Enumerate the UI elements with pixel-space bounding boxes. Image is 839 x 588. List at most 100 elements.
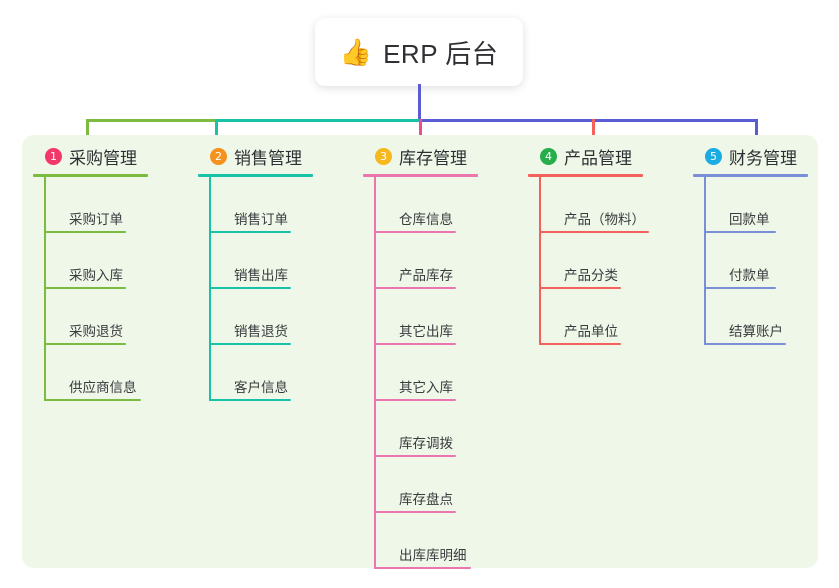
leaf-item[interactable]: 其它出库 <box>363 289 478 345</box>
leaf-item[interactable]: 回款单 <box>693 177 808 233</box>
leaf-item[interactable]: 采购退货 <box>33 289 148 345</box>
leaf-item-label: 库存盘点 <box>399 492 453 507</box>
connector-drop-1 <box>86 119 89 143</box>
column-badge-1: 1 <box>45 147 62 165</box>
column-title-4: 产品管理 <box>564 148 632 168</box>
leaf-item[interactable]: 库存调拨 <box>363 401 478 457</box>
column-header-rule-3 <box>363 174 478 177</box>
column-2: 2 销售管理销售订单销售出库销售退货客户信息 <box>198 143 313 401</box>
column-header-5[interactable]: 5 财务管理 <box>693 143 808 169</box>
column-body-1: 采购订单采购入库采购退货供应商信息 <box>33 177 148 401</box>
leaf-item-label: 其它入库 <box>399 380 453 395</box>
leaf-item-label: 产品分类 <box>564 268 618 283</box>
leaf-item-label: 结算账户 <box>729 324 783 339</box>
column-4: 4 产品管理产品（物料） 产品分类产品单位 <box>528 143 649 345</box>
leaf-item[interactable]: 结算账户 <box>693 289 808 345</box>
leaf-item[interactable]: 其它入库 <box>363 345 478 401</box>
column-spine-2 <box>209 177 211 401</box>
column-header-1[interactable]: 1 采购管理 <box>33 143 148 169</box>
column-body-2: 销售订单销售出库销售退货客户信息 <box>198 177 313 401</box>
leaf-item-label: 产品单位 <box>564 324 618 339</box>
column-header-3[interactable]: 3 库存管理 <box>363 143 478 169</box>
leaf-item[interactable]: 产品单位 <box>528 289 645 345</box>
leaf-item[interactable]: 供应商信息 <box>33 345 148 401</box>
column-title-3: 库存管理 <box>399 148 467 168</box>
leaf-item[interactable]: 产品库存 <box>363 233 478 289</box>
leaf-item-rule <box>374 511 456 513</box>
diagram-panel <box>22 135 818 568</box>
leaf-item-label: 库存调拨 <box>399 436 453 451</box>
root-title: ERP 后台 <box>383 38 499 69</box>
column-header-rule-1 <box>33 174 148 177</box>
leaf-item-label: 回款单 <box>729 212 770 227</box>
leaf-item-label: 仓库信息 <box>399 212 453 227</box>
column-spine-5 <box>704 177 706 345</box>
leaf-item[interactable]: 付款单 <box>693 233 808 289</box>
leaf-item-rule <box>44 287 126 289</box>
leaf-item-label: 销售出库 <box>234 268 288 283</box>
column-body-4: 产品（物料） 产品分类产品单位 <box>528 177 649 345</box>
leaf-item-label: 供应商信息 <box>69 380 137 395</box>
leaf-item-rule <box>374 231 456 233</box>
leaf-item-rule <box>209 287 291 289</box>
leaf-item[interactable]: 仓库信息 <box>363 177 478 233</box>
leaf-item[interactable]: 产品分类 <box>528 233 645 289</box>
leaf-item[interactable]: 销售订单 <box>198 177 313 233</box>
leaf-item[interactable]: 销售出库 <box>198 233 313 289</box>
leaf-item-rule <box>209 231 291 233</box>
column-3: 3 库存管理仓库信息产品库存其它出库其它入库库存调拨库存盘点出库库明细 <box>363 143 478 569</box>
connector-drop-5 <box>755 119 758 143</box>
column-header-4[interactable]: 4 产品管理 <box>528 143 645 169</box>
leaf-item-label: 销售订单 <box>234 212 288 227</box>
leaf-item-label: 付款单 <box>729 268 770 283</box>
leaf-item-rule <box>209 343 291 345</box>
leaf-item-rule <box>374 455 456 457</box>
leaf-item-label: 产品（物料） <box>564 212 645 227</box>
leaf-item[interactable]: 客户信息 <box>198 345 313 401</box>
leaf-item[interactable]: 产品（物料） <box>528 177 649 233</box>
leaf-item[interactable]: 采购入库 <box>33 233 148 289</box>
column-header-2[interactable]: 2 销售管理 <box>198 143 313 169</box>
leaf-item-label: 采购入库 <box>69 268 123 283</box>
leaf-item-rule <box>374 567 471 569</box>
column-header-rule-5 <box>693 174 808 177</box>
thumbs-up-icon: 👍 <box>339 37 373 67</box>
connector-bar-segment-1 <box>86 119 215 122</box>
column-header-rule-4 <box>528 174 643 177</box>
column-title-5: 财务管理 <box>729 148 797 168</box>
column-spine-1 <box>44 177 46 401</box>
column-badge-5: 5 <box>705 147 722 165</box>
leaf-item-rule <box>374 287 456 289</box>
leaf-item-label: 销售退货 <box>234 324 288 339</box>
connector-drop-3 <box>419 119 422 143</box>
column-spine-4 <box>539 177 541 345</box>
leaf-item[interactable]: 库存盘点 <box>363 457 478 513</box>
leaf-item-rule <box>704 343 786 345</box>
column-title-2: 销售管理 <box>234 148 302 168</box>
column-badge-4: 4 <box>540 147 557 165</box>
leaf-item-rule <box>704 287 776 289</box>
leaf-item[interactable]: 出库库明细 <box>363 513 478 569</box>
column-badge-2: 2 <box>210 147 227 165</box>
leaf-item-label: 客户信息 <box>234 380 288 395</box>
leaf-item-rule <box>209 399 291 401</box>
connector-drop-4 <box>592 119 595 143</box>
leaf-item-rule <box>539 231 649 233</box>
connector-bar-segment-2 <box>215 119 419 122</box>
column-1: 1 采购管理采购订单采购入库采购退货供应商信息 <box>33 143 148 401</box>
leaf-item[interactable]: 采购订单 <box>33 177 148 233</box>
connector-bar-segment-3 <box>419 119 756 122</box>
leaf-item-rule <box>539 343 621 345</box>
column-spine-3 <box>374 177 376 569</box>
column-title-1: 采购管理 <box>69 148 137 168</box>
leaf-item-rule <box>374 343 456 345</box>
column-badge-3: 3 <box>375 147 392 165</box>
leaf-item-rule <box>374 399 456 401</box>
connector-drop-2 <box>215 119 218 143</box>
leaf-item-label: 产品库存 <box>399 268 453 283</box>
leaf-item-rule <box>44 231 126 233</box>
leaf-item-label: 出库库明细 <box>399 548 467 563</box>
root-node[interactable]: 👍 ERP 后台 <box>315 18 523 86</box>
leaf-item[interactable]: 销售退货 <box>198 289 313 345</box>
column-body-5: 回款单付款单结算账户 <box>693 177 808 345</box>
